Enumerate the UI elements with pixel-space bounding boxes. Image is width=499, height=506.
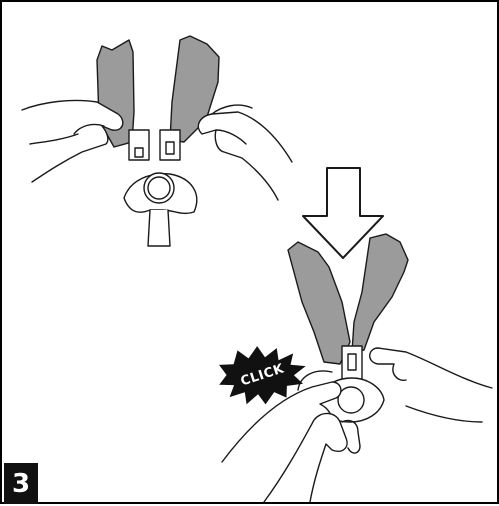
right-strap-closed <box>352 234 408 352</box>
left-hand <box>22 100 123 182</box>
right-hand <box>198 112 292 200</box>
crotch-buckle-button <box>338 387 364 413</box>
unbuckled-harness-illustration <box>22 36 292 246</box>
lower-right-hand <box>370 348 492 388</box>
left-strap-closed <box>288 242 350 364</box>
step-number-badge: 3 <box>4 463 38 504</box>
joined-buckle <box>342 346 362 380</box>
crotch-buckle <box>124 173 197 246</box>
